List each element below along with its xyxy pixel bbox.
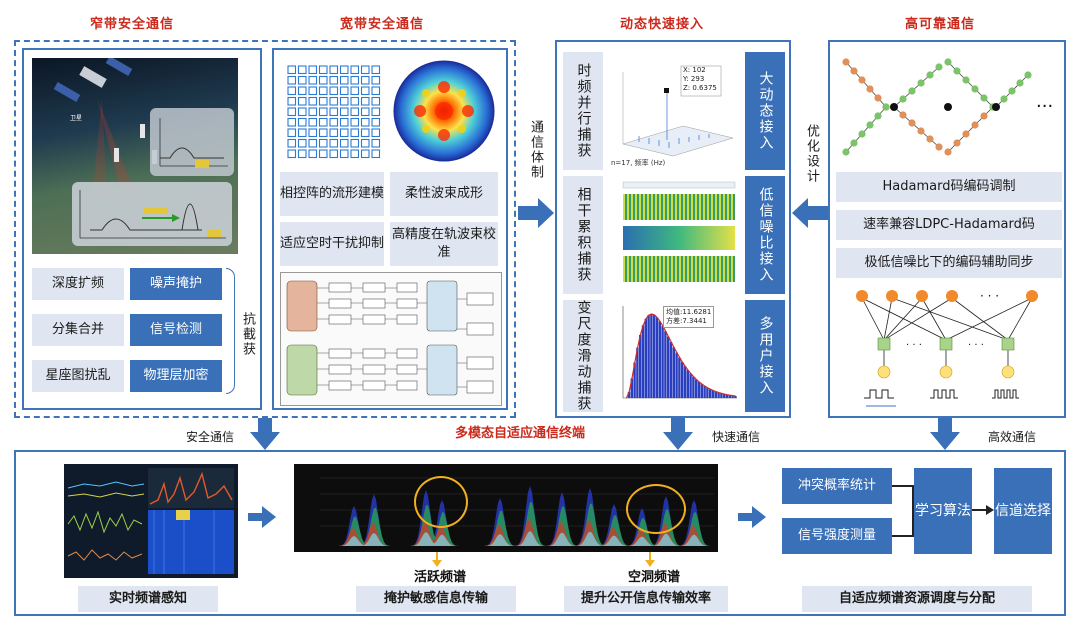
optimize-design-arrow bbox=[792, 198, 828, 228]
efficient-down-arrow bbox=[930, 418, 960, 450]
histogram-legend: 均值:11.6281 方差:7.3441 bbox=[663, 306, 715, 328]
improve-public-efficiency-label: 提升公开信息传输效率 bbox=[564, 586, 728, 612]
large-dynamic-access-button: 大动态接入 bbox=[745, 52, 785, 170]
realtime-spectrum-image bbox=[64, 464, 238, 578]
svg-text:卫星: 卫星 bbox=[70, 115, 82, 122]
satellite-earth-image: 卫星 bbox=[32, 58, 238, 254]
satellite-icon bbox=[53, 58, 133, 102]
secure-down-arrow bbox=[250, 418, 280, 450]
realtime-spectrum-sense-label: 实时频谱感知 bbox=[78, 586, 218, 612]
signal-strength-button: 信号强度测量 bbox=[782, 518, 892, 554]
comm-system-label: 通信体制 bbox=[528, 120, 543, 180]
stat-connector bbox=[892, 485, 912, 487]
reliable-comm-title: 高可靠通信 bbox=[905, 17, 976, 32]
spectrum-to-learning-arrow bbox=[738, 506, 766, 528]
flexible-beamforming-label: 柔性波束成形 bbox=[390, 172, 498, 216]
diversity-combining-label: 分集合并 bbox=[32, 314, 124, 346]
noise-cover-button: 噪声掩护 bbox=[130, 268, 222, 300]
trellis-code-diagram: ··· bbox=[836, 52, 1062, 170]
idle-spectrum-label: 空洞频谱 bbox=[628, 570, 681, 585]
timefreq-parallel-capture-label: 时频并行捕获 bbox=[563, 52, 603, 170]
adaptive-spectrum-scheduling-label: 自适应频谱资源调度与分配 bbox=[802, 586, 1032, 612]
signal-connector bbox=[892, 535, 912, 537]
signal-detection-button: 信号检测 bbox=[130, 314, 222, 346]
idle-spectrum-pointer bbox=[649, 552, 651, 564]
multi-user-access-button: 多用户接入 bbox=[745, 300, 785, 412]
narrowband-panel: 卫星 深度扩频 噪声掩护 分集合并 信号 bbox=[22, 48, 262, 410]
narrowband-title: 窄带安全通信 bbox=[90, 17, 175, 32]
active-spectrum-pointer bbox=[436, 552, 438, 564]
active-spectrum-pointer-head bbox=[432, 560, 442, 567]
code-aided-sync-label: 极低信噪比下的编码辅助同步 bbox=[836, 248, 1062, 278]
rate-compatible-ldpc-label: 速率兼容LDPC-Hadamard码 bbox=[836, 210, 1062, 240]
histogram-plot: 均值:11.6281 方差:7.3441 bbox=[609, 300, 741, 412]
hadamard-modulation-label: Hadamard码编码调制 bbox=[836, 172, 1062, 202]
fast-comm-label: 快速通信 bbox=[712, 430, 761, 444]
reliable-comm-panel: ··· Hadamard码编码调制 速率兼容LDPC-Hadamard码 极低信… bbox=[828, 40, 1066, 418]
factor-graph-diagram: · · · · · · · · · bbox=[836, 282, 1062, 412]
active-spectrum-label: 活跃频谱 bbox=[414, 570, 467, 585]
timefreq-3d-plot: X: 102 Y: 293 Z: 0.6375 n=17, 频率 (Hz) bbox=[609, 52, 741, 170]
learning-to-channel-arrow bbox=[972, 505, 994, 515]
terminal-title: 多模态自适应通信终端 bbox=[455, 426, 586, 441]
constellation-scramble-label: 星座图扰乱 bbox=[32, 360, 124, 392]
broadband-title: 宽带安全通信 bbox=[340, 17, 425, 32]
coherent-accumulation-plot bbox=[609, 176, 741, 294]
efficient-comm-label: 高效通信 bbox=[988, 430, 1037, 444]
fast-down-arrow bbox=[663, 418, 693, 450]
plot1-caption: n=17, 频率 (Hz) bbox=[611, 159, 666, 167]
coherent-accumulation-capture-label: 相干累积捕获 bbox=[563, 176, 603, 294]
dynamic-access-panel: 时频并行捕获 相干累积捕获 变尺度滑动捕获 大动态接入 低信噪比接入 多用户接入… bbox=[555, 40, 791, 418]
deep-spread-spectrum-label: 深度扩频 bbox=[32, 268, 124, 300]
dynamic-access-title: 动态快速接入 bbox=[620, 17, 705, 32]
channel-selection-button: 信道选择 bbox=[994, 468, 1052, 554]
secure-comm-frame bbox=[14, 40, 516, 418]
svg-text:· · ·: · · · bbox=[906, 340, 922, 351]
anti-capture-bracket bbox=[226, 268, 235, 394]
broadband-panel: 相控阵的流形建模 柔性波束成形 适应空时干扰抑制 高精度在轨波束校准 bbox=[272, 48, 508, 410]
conflict-prob-stat-button: 冲突概率统计 bbox=[782, 468, 892, 504]
idle-spectrum-pointer-head bbox=[645, 560, 655, 567]
variable-scale-sliding-capture-label: 变尺度滑动捕获 bbox=[563, 300, 603, 412]
idle-spectrum-highlight bbox=[626, 484, 686, 534]
anti-capture-label: 抗截获 bbox=[240, 312, 255, 357]
beam-pattern-image bbox=[390, 58, 498, 164]
svg-text:· · ·: · · · bbox=[980, 289, 999, 303]
trellis-ellipsis: ··· bbox=[1036, 96, 1054, 117]
spectrum-occupancy-image bbox=[294, 464, 718, 552]
adaptive-interference-suppression-label: 适应空时干扰抑制 bbox=[280, 222, 384, 266]
active-spectrum-highlight bbox=[414, 476, 468, 528]
svg-text:· · ·: · · · bbox=[968, 340, 984, 351]
sense-to-spectrum-arrow bbox=[248, 506, 276, 528]
array-manifold-modeling-label: 相控阵的流形建模 bbox=[280, 172, 384, 216]
phased-array-grid-image bbox=[280, 58, 386, 162]
physical-layer-encryption-button: 物理层加密 bbox=[130, 360, 222, 392]
cover-sensitive-label: 掩护敏感信息传输 bbox=[356, 586, 516, 612]
comm-system-arrow bbox=[518, 198, 554, 228]
plot1-datatip: X: 102 Y: 293 Z: 0.6375 bbox=[683, 66, 717, 92]
system-block-diagram bbox=[280, 272, 502, 406]
terminal-panel: 实时频谱感知 活跃频谱 空洞频谱 掩护敏感信息传输 提升公开信息传输效率 冲突概… bbox=[14, 450, 1066, 616]
optimize-design-label: 优化设计 bbox=[804, 124, 819, 184]
onorbit-beam-calibration-label: 高精度在轨波束校准 bbox=[390, 222, 498, 266]
secure-comm-label: 安全通信 bbox=[186, 430, 235, 444]
learning-algorithm-button: 学习算法 bbox=[914, 468, 972, 554]
low-snr-access-button: 低信噪比接入 bbox=[745, 176, 785, 294]
merge-connector bbox=[912, 485, 914, 537]
